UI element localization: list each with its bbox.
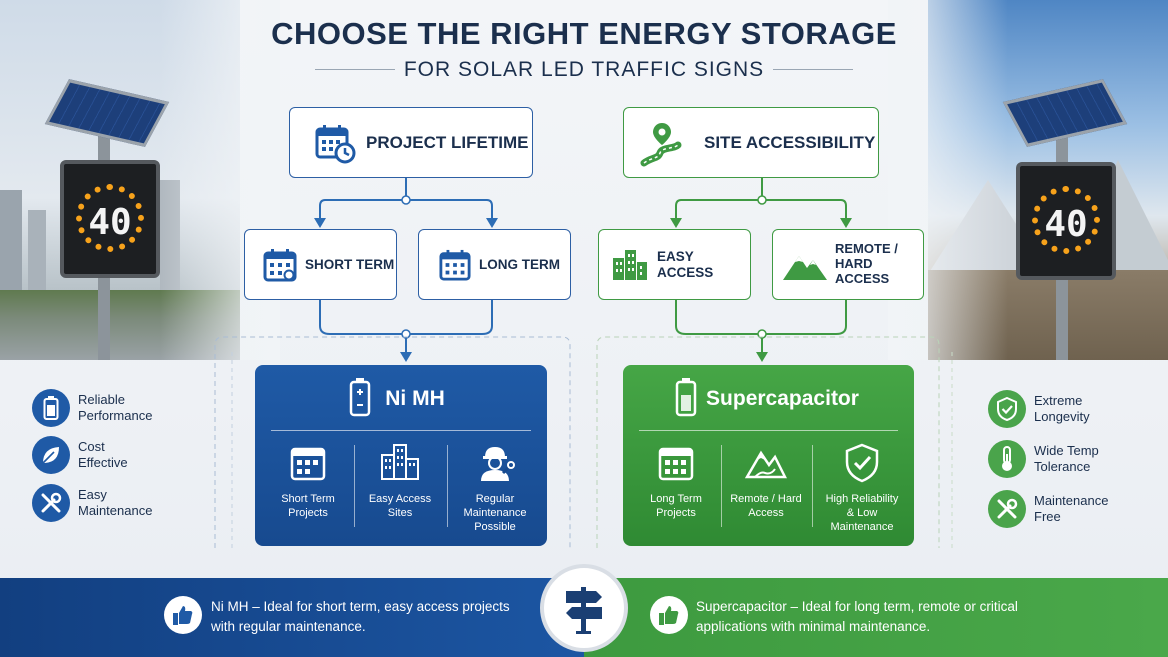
conclusion-nimh-band: Ni MH – Ideal for short term, easy acces…	[0, 578, 584, 657]
option-long-term[interactable]: LONG TERM	[418, 229, 571, 300]
shield-check-icon	[988, 390, 1026, 428]
conclusion-supercap-text: Supercapacitor – Ideal for long term, re…	[696, 599, 1018, 614]
calendar-icon	[263, 443, 353, 485]
flow-connectors	[214, 178, 953, 548]
criterion-site-accessibility[interactable]: SITE ACCESSIBILITY	[623, 107, 879, 178]
feature-high-reliability: High Reliability & Low Maintenance	[813, 443, 911, 534]
thumbs-up-icon	[164, 596, 202, 634]
criterion-project-lifetime[interactable]: PROJECT LIFETIME	[289, 107, 533, 178]
criterion-label: SITE ACCESSIBILITY	[704, 132, 876, 152]
option-label: EASY ACCESS	[657, 248, 714, 280]
signpost-icon	[560, 581, 608, 635]
benefit-reliable-performance: Reliable Performance	[32, 389, 168, 427]
speed-sign-number: 40	[1044, 204, 1088, 245]
result-card-nimh: Ni MH Short Term Projects Easy Access Si…	[255, 365, 547, 546]
feature-long-term: Long Term Projects	[631, 443, 721, 521]
divider	[315, 69, 395, 70]
shield-check-icon	[813, 443, 911, 485]
capacitor-icon	[675, 377, 697, 417]
criterion-label: PROJECT LIFETIME	[366, 132, 529, 152]
calendar-icon	[631, 443, 721, 485]
feature-short-term: Short Term Projects	[263, 443, 353, 521]
buildings-icon	[611, 248, 649, 282]
thumbs-up-icon	[650, 596, 688, 634]
conclusion-nimh-text: Ni MH – Ideal for short term, easy acces…	[211, 599, 510, 614]
speed-sign-number: 40	[88, 202, 132, 243]
tools-icon	[32, 484, 70, 522]
battery-icon	[32, 389, 70, 427]
page-subtitle: FOR SOLAR LED TRAFFIC SIGNS	[403, 58, 765, 81]
mountain-icon	[721, 443, 811, 485]
feature-regular-maintenance: Regular Maintenance Possible	[447, 443, 543, 534]
result-title: Supercapacitor	[706, 387, 859, 410]
buildings-icon	[355, 443, 445, 485]
calendar-icon	[263, 248, 297, 282]
option-short-term[interactable]: SHORT TERM	[244, 229, 397, 300]
option-easy-access[interactable]: EASY ACCESS	[598, 229, 751, 300]
map-route-icon	[638, 119, 686, 167]
benefit-cost-effective: Cost Effective	[32, 436, 168, 474]
tools-icon	[988, 490, 1026, 528]
option-remote-access[interactable]: REMOTE / HARD ACCESS	[772, 229, 924, 300]
calendar-icon	[439, 249, 471, 281]
mountain-icon	[781, 248, 829, 282]
feature-remote-access: Remote / Hard Access	[721, 443, 811, 521]
leaf-icon	[32, 436, 70, 474]
result-title: Ni MH	[385, 387, 445, 410]
signpost-badge	[540, 564, 628, 652]
option-label: SHORT TERM	[305, 256, 395, 272]
option-label: LONG TERM	[479, 256, 560, 272]
benefit-easy-maintenance: Easy Maintenance	[32, 484, 168, 522]
speed-sign: 40	[1016, 162, 1116, 280]
benefit-wide-temp-tolerance: Wide Temp Tolerance	[988, 440, 1124, 478]
building	[0, 190, 22, 300]
battery-icon	[349, 377, 371, 417]
divider	[773, 69, 853, 70]
benefit-maintenance-free: Maintenance Free	[988, 490, 1134, 528]
speed-sign: 40	[60, 160, 160, 278]
feature-easy-access: Easy Access Sites	[355, 443, 445, 521]
conclusion-supercap-band: Supercapacitor – Ideal for long term, re…	[584, 578, 1168, 657]
result-card-supercapacitor: Supercapacitor Long Term Projects Remote…	[623, 365, 914, 546]
technician-icon	[447, 443, 543, 485]
thermometer-icon	[988, 440, 1026, 478]
option-label: REMOTE / HARD ACCESS	[835, 241, 898, 286]
calendar-clock-icon	[314, 122, 356, 164]
building	[28, 210, 46, 300]
benefit-extreme-longevity: Extreme Longevity	[988, 390, 1124, 428]
page-title: CHOOSE THE RIGHT ENERGY STORAGE	[271, 16, 897, 51]
